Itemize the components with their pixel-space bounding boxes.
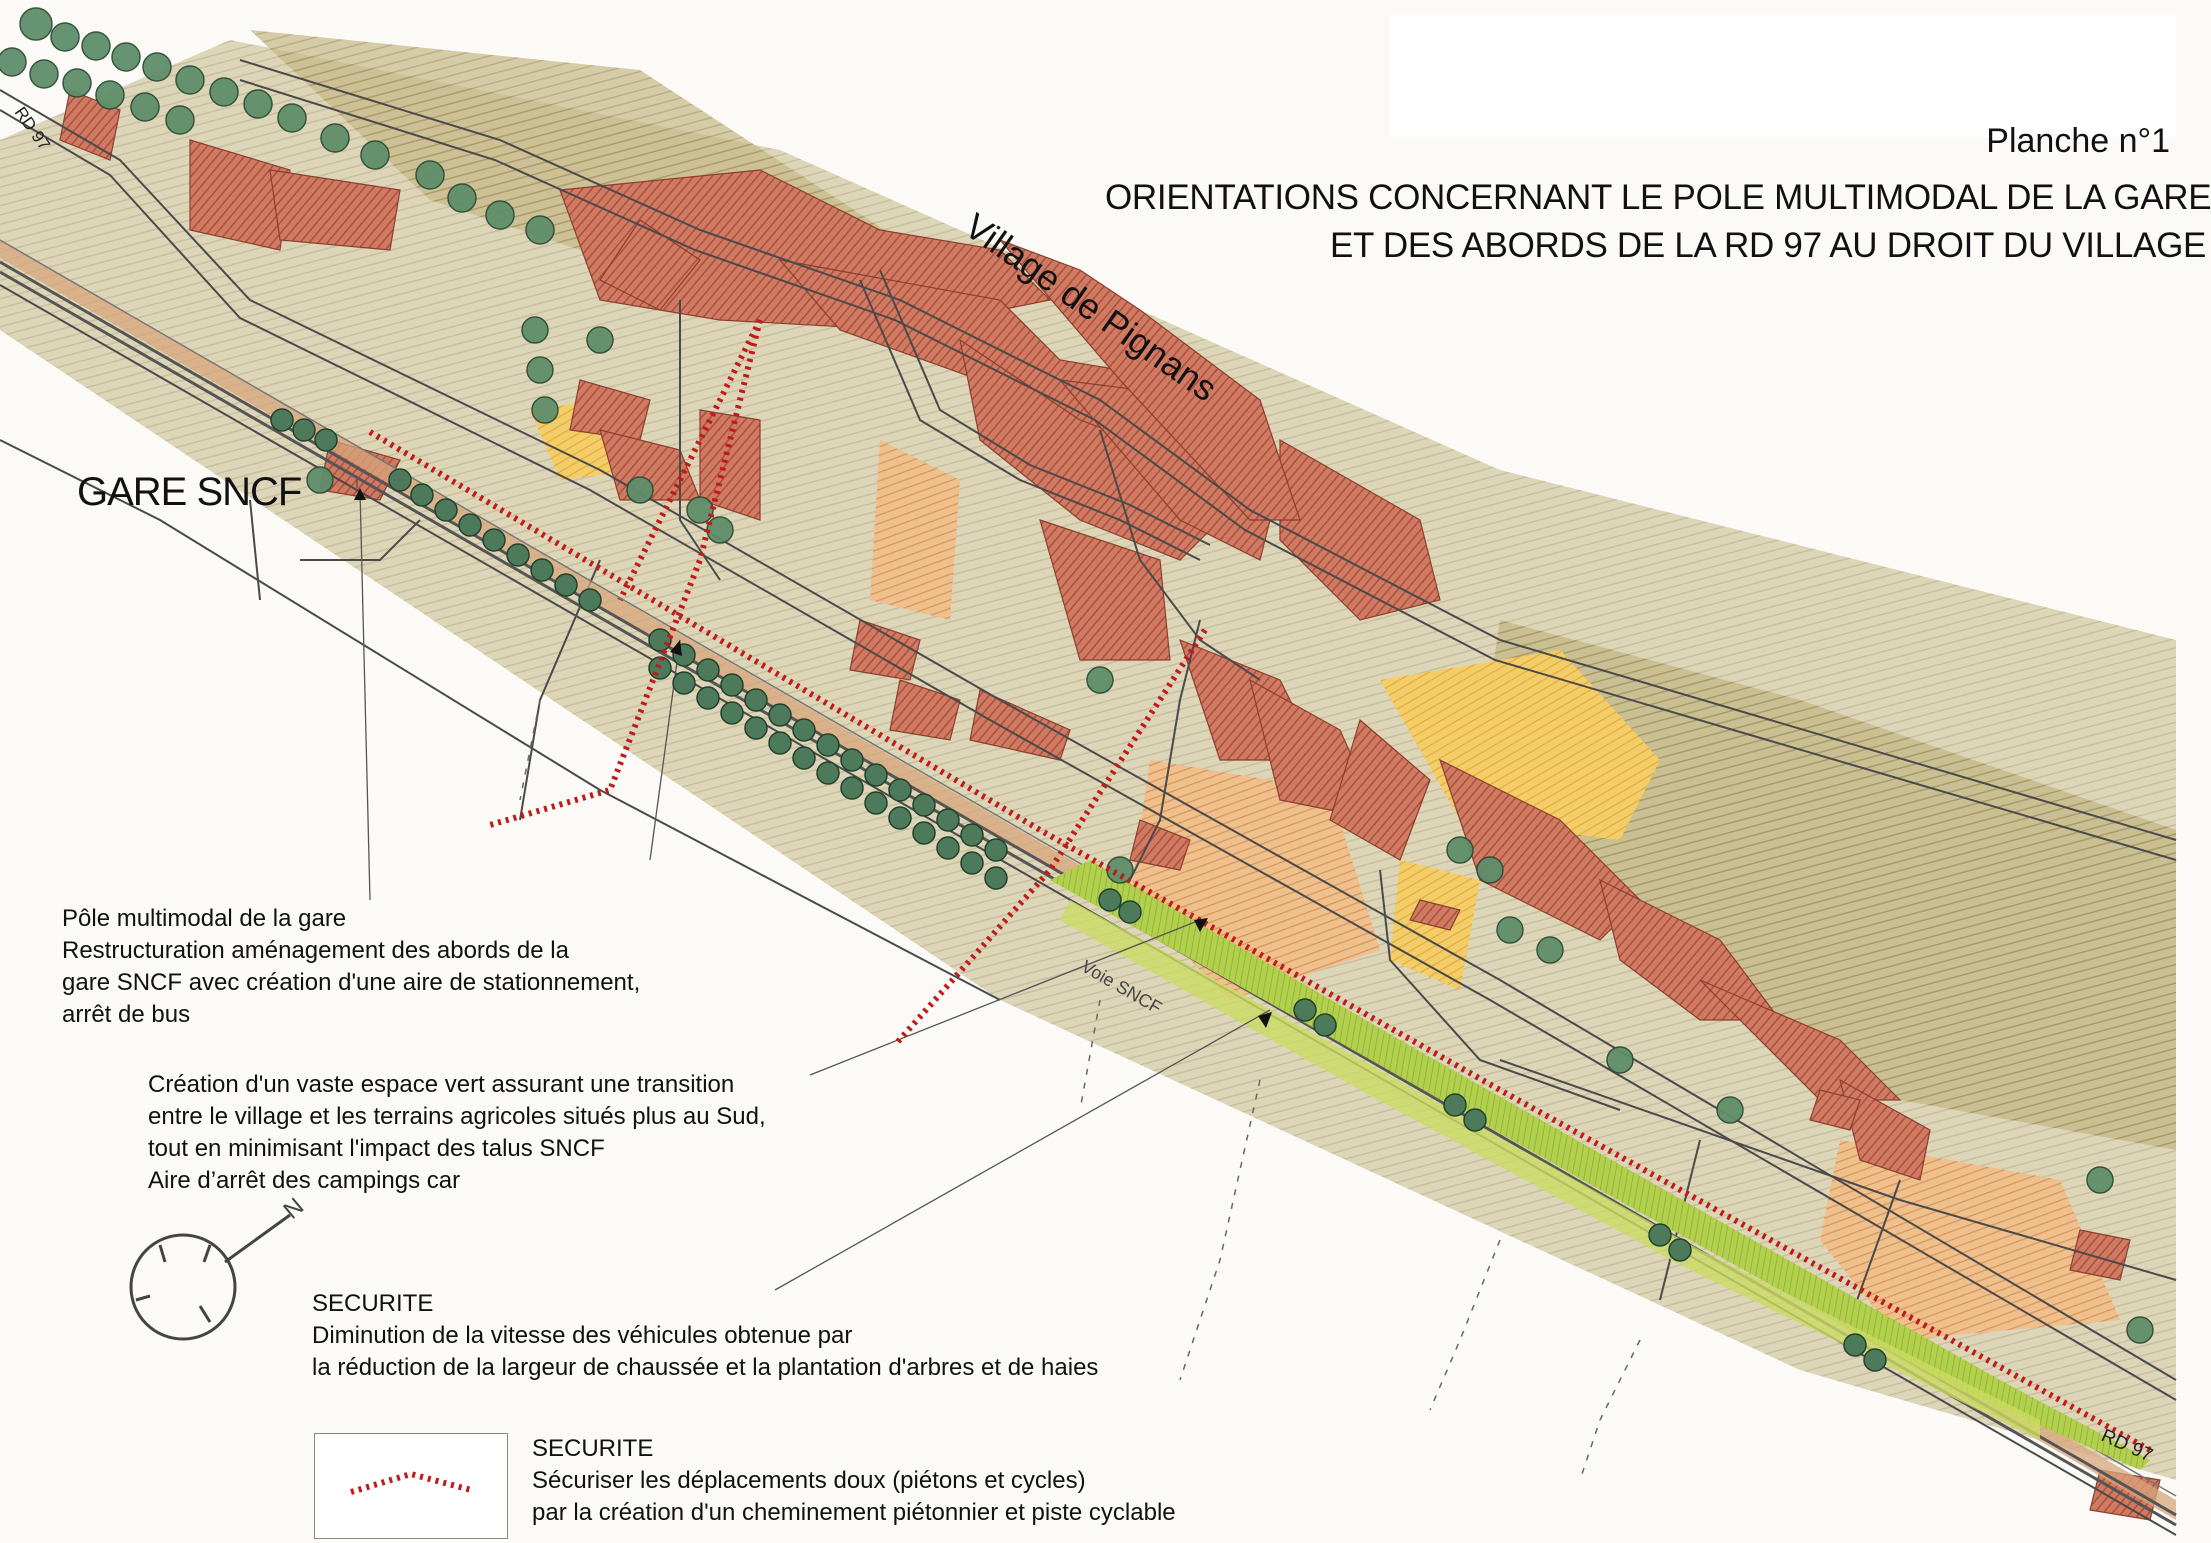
annotation-line: arrêt de bus xyxy=(62,1001,191,1028)
annotation-speed-safety: SECURITE Diminution de la vitesse des vé… xyxy=(312,1288,1098,1384)
annotation-line: la réduction de la largeur de chaussée e… xyxy=(312,1354,1099,1381)
annotation-green-space: Création d'un vaste espace vert assurant… xyxy=(148,1069,766,1197)
sheet-number: Planche n°1 xyxy=(1986,122,2170,160)
village-buildings xyxy=(59,89,2161,1521)
station-label: GARE SNCF xyxy=(77,470,302,514)
annotation-line: SECURITE xyxy=(312,1290,434,1317)
annotation-line: entre le village et les terrains agricol… xyxy=(148,1103,766,1130)
north-arrow[interactable] xyxy=(129,1213,291,1341)
legend-line: Sécuriser les déplacements doux (piétons… xyxy=(532,1467,1086,1494)
tree-alignment-rd97 xyxy=(270,408,1887,1372)
green-transition-space xyxy=(1050,860,2150,1470)
legend-line: par la création d'un cheminement piétonn… xyxy=(532,1499,1176,1526)
agricultural-paths xyxy=(519,699,1641,1481)
legend-text: SECURITE Sécuriser les déplacements doux… xyxy=(532,1433,1176,1529)
title-block-background xyxy=(1390,15,2176,137)
annotation-line: gare SNCF avec création d'une aire de st… xyxy=(62,969,641,996)
annotation-line: tout en minimisant l'impact des talus SN… xyxy=(148,1135,605,1162)
field-yellow-east xyxy=(1380,650,1660,840)
legend-dotted-path-symbol xyxy=(350,1470,472,1495)
legend-swatch-box xyxy=(314,1433,508,1539)
annotation-leader-lines xyxy=(356,478,1271,1291)
annotation-line: Création d'un vaste espace vert assurant… xyxy=(148,1071,735,1098)
orchard-center xyxy=(870,440,960,620)
safety-path xyxy=(368,318,2152,1453)
green-transition-space-2 xyxy=(1060,900,2040,1440)
annotation-multimodal-hub: Pôle multimodal de la gare Restructurati… xyxy=(62,903,640,1031)
road-network xyxy=(0,59,2177,1401)
annotation-line: Pôle multimodal de la gare xyxy=(62,905,347,932)
page-title-line-2: ET DES ABORDS DE LA RD 97 AU DROIT DU VI… xyxy=(1330,226,2207,265)
annotation-line: Aire d’arrêt des campings car xyxy=(148,1167,461,1194)
tree-plantings xyxy=(0,7,2154,1344)
annotation-line: Diminution de la vitesse des véhicules o… xyxy=(312,1322,853,1349)
page-title-line-1: ORIENTATIONS CONCERNANT LE POLE MULTIMOD… xyxy=(1105,178,2211,217)
orchard-southeast xyxy=(1820,1140,2120,1340)
legend-line: SECURITE xyxy=(532,1435,654,1462)
leader-arrows xyxy=(354,488,1272,1028)
annotation-line: Restructuration aménagement des abords d… xyxy=(62,937,569,964)
